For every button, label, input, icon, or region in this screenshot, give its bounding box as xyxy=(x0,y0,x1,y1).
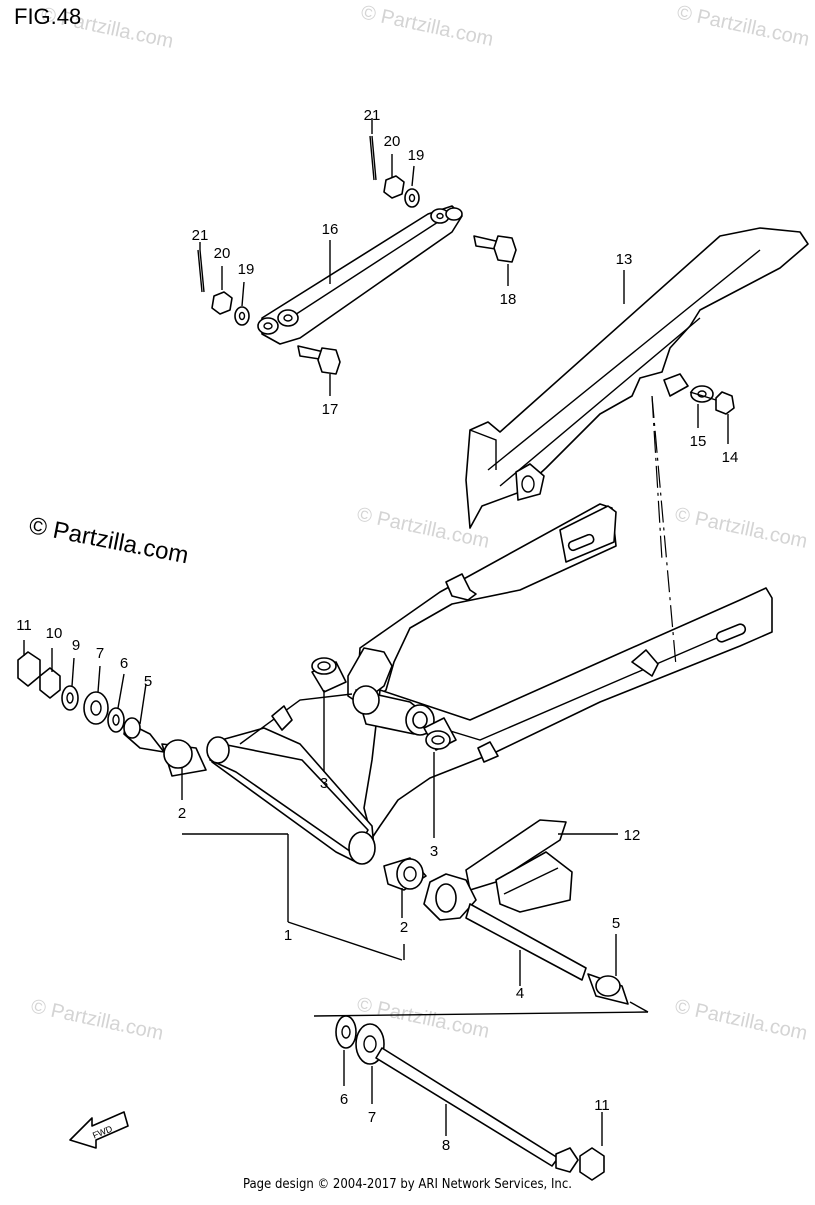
watermark-text: © Partzilla.com xyxy=(359,1,495,51)
callout-2: 2 xyxy=(178,805,186,822)
callout-20: 20 xyxy=(384,133,401,150)
bolt-lower[interactable] xyxy=(297,345,341,375)
bushing-upper[interactable] xyxy=(311,657,347,693)
watermark-text: © Partzilla.com xyxy=(673,995,809,1045)
callout-17: 17 xyxy=(322,401,339,418)
collar-lower[interactable] xyxy=(383,857,427,891)
callout-9: 9 xyxy=(72,637,80,654)
nut-washer-cotter-lower[interactable] xyxy=(197,249,250,326)
chain-guide[interactable] xyxy=(465,819,573,913)
callout-14: 14 xyxy=(722,449,739,466)
callout-7: 7 xyxy=(96,645,104,662)
swingarm[interactable] xyxy=(206,395,773,865)
callout-5: 5 xyxy=(144,673,152,690)
callout-8: 8 xyxy=(442,1137,450,1154)
callout-2: 2 xyxy=(400,919,408,936)
callout-16: 16 xyxy=(322,221,339,238)
callout-3: 3 xyxy=(320,775,328,792)
chain-case[interactable] xyxy=(465,227,809,529)
callout-21: 21 xyxy=(364,107,381,124)
callout-5: 5 xyxy=(612,915,620,932)
callout-13: 13 xyxy=(616,251,633,268)
callout-12: 12 xyxy=(624,827,641,844)
callout-19: 19 xyxy=(238,261,255,278)
nut-washer-cotter-upper[interactable] xyxy=(369,135,420,208)
callout-20: 20 xyxy=(214,245,231,262)
callout-3: 3 xyxy=(430,843,438,860)
bolt-chaincase[interactable] xyxy=(689,385,735,415)
pivot-stack-left[interactable] xyxy=(17,651,207,777)
page-footer: Page design © 2004-2017 by ARI Network S… xyxy=(243,1177,572,1192)
watermark-text: © Partzilla.com xyxy=(675,1,811,51)
callout-11: 11 xyxy=(594,1097,610,1114)
pivot-stack-right[interactable] xyxy=(335,1015,605,1181)
callout-1: 1 xyxy=(284,927,292,944)
callout-6: 6 xyxy=(120,655,128,672)
callout-19: 19 xyxy=(408,147,425,164)
watermark-text: © Partzilla.com xyxy=(673,503,809,553)
callout-7: 7 xyxy=(368,1109,376,1126)
callout-10: 10 xyxy=(46,625,63,642)
forward-arrow-icon: FWD xyxy=(69,1111,129,1149)
callout-18: 18 xyxy=(500,291,517,308)
figure-title: FIG.48 xyxy=(14,4,82,29)
callout-11: 11 xyxy=(16,617,32,634)
watermark-text: © Partzilla.com xyxy=(29,995,165,1045)
callout-4: 4 xyxy=(516,985,524,1002)
callout-21: 21 xyxy=(192,227,209,244)
torque-rod[interactable] xyxy=(257,205,463,345)
callout-6: 6 xyxy=(340,1091,348,1108)
leader-lines xyxy=(23,118,729,1146)
bolt-upper[interactable] xyxy=(473,235,517,263)
bushing-pivot[interactable] xyxy=(423,717,457,751)
callout-15: 15 xyxy=(690,433,707,450)
swingarm-pivot-shaft[interactable] xyxy=(423,873,629,1005)
